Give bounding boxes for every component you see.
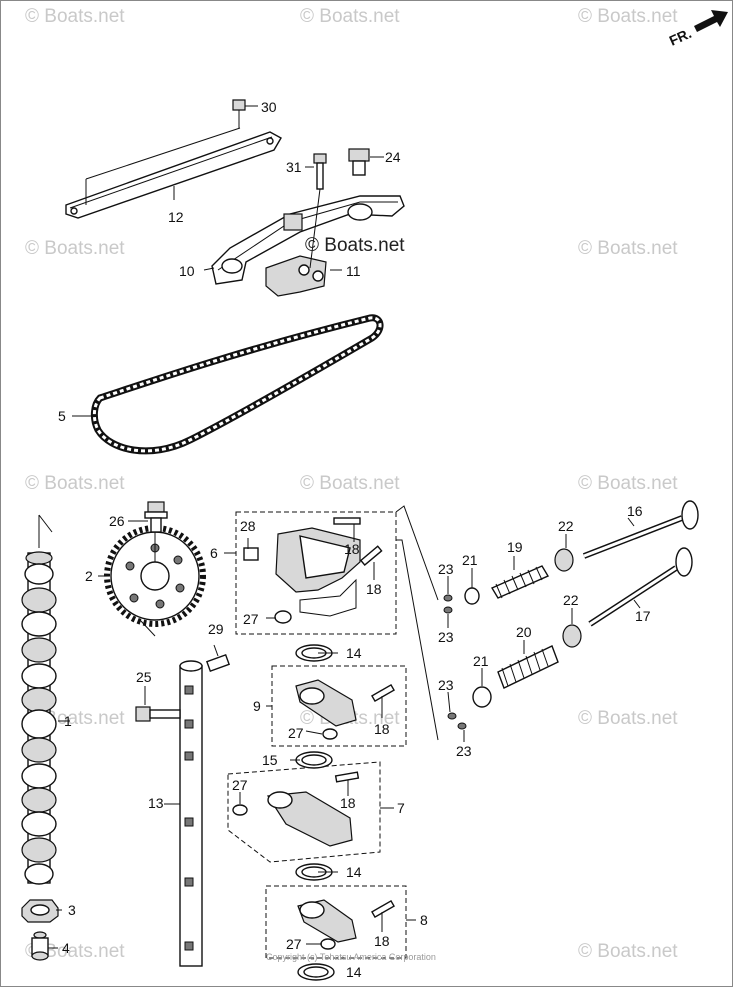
chain-guide-part-12: [65, 127, 282, 219]
callout-label: 30: [261, 99, 277, 115]
callout-label: 18: [366, 581, 382, 597]
callout-label: 4: [62, 940, 70, 956]
callout-label: 20: [516, 624, 532, 640]
valve-part-17: [588, 547, 693, 627]
rocker-arm-assembly-part-6: [235, 505, 439, 741]
callout-label: 27: [288, 725, 304, 741]
callout-label: 21: [473, 653, 489, 669]
callout-label: 18: [344, 541, 360, 557]
callout-label: 5: [58, 408, 66, 424]
watermark: © Boats.net: [578, 473, 678, 494]
callout-label: 18: [374, 721, 390, 737]
callout-label: 18: [374, 933, 390, 949]
callout-label: 17: [635, 608, 651, 624]
timing-chain-part-5: [90, 314, 384, 455]
callout-label: 8: [420, 912, 428, 928]
callout-label: 11: [346, 263, 361, 279]
callout-label: 9: [253, 698, 261, 714]
callout-label: 3: [68, 902, 76, 918]
callout-label: 14: [346, 864, 362, 880]
rocker-arm-assembly-part-9: [271, 665, 407, 747]
callout-label: 22: [558, 518, 574, 534]
callout-label: 26: [109, 513, 125, 529]
callout-label: 13: [148, 795, 164, 811]
center-watermark: © Boats.net: [305, 235, 405, 256]
callout-label: 10: [179, 263, 195, 279]
callout-label: 21: [462, 552, 478, 568]
front-direction-arrow-icon: [694, 10, 728, 32]
watermark: © Boats.net: [300, 6, 400, 27]
watermark: © Boats.net: [578, 6, 678, 27]
callout-label: 23: [438, 677, 454, 693]
callout-label: 27: [243, 611, 259, 627]
watermarks: © Boats.net © Boats.net © Boats.net © Bo…: [25, 6, 678, 962]
callout-label: 27: [232, 777, 248, 793]
watermark: © Boats.net: [578, 238, 678, 259]
callout-labels: 30 24 31 12 10 11 5 26 2 6 28 18 18 27 2…: [58, 99, 651, 980]
pin-part-29: [205, 644, 231, 673]
watermark: © Boats.net: [300, 473, 400, 494]
copyright-notice: Copyright (c) Tohatsu America Corporatio…: [266, 952, 436, 962]
watermark: © Boats.net: [25, 941, 125, 962]
watermark: © Boats.net: [25, 6, 125, 27]
watermark: © Boats.net: [25, 238, 125, 259]
callout-label: 27: [286, 936, 302, 952]
callout-label: 23: [438, 561, 454, 577]
retainers-part-21-22-23: [443, 548, 582, 730]
spring-part-20: [497, 645, 559, 689]
callout-label: 29: [208, 621, 224, 637]
callout-label: 22: [563, 592, 579, 608]
callout-label: 25: [136, 669, 152, 685]
bolt-part-31: [305, 153, 327, 269]
callout-label: 12: [168, 209, 184, 225]
callout-label: 6: [210, 545, 218, 561]
front-direction-label: FR.: [667, 25, 694, 49]
callout-label: 28: [240, 518, 256, 534]
tensioner-lever-part-11: [265, 255, 327, 297]
bolt-part-26: [144, 501, 168, 533]
watermark: © Boats.net: [578, 708, 678, 729]
callout-label: 1: [64, 713, 72, 729]
cam-sprocket-part-2: [104, 525, 206, 637]
callout-label: 23: [456, 743, 472, 759]
callout-label: 15: [262, 752, 278, 768]
plug-part-4: [31, 931, 49, 961]
callout-label: 19: [507, 539, 523, 555]
callout-label: 24: [385, 149, 401, 165]
valve-part-16: [582, 500, 699, 559]
bolt-part-30: [232, 99, 258, 128]
callout-label: 14: [346, 964, 362, 980]
watermark: © Boats.net: [578, 941, 678, 962]
seal-part-3: [21, 899, 59, 923]
callout-label: 14: [346, 645, 362, 661]
rocker-shaft-part-13: [179, 660, 203, 967]
callout-label: 31: [286, 159, 302, 175]
bolt-part-25: [135, 686, 181, 722]
bolt-part-24: [348, 148, 384, 176]
rocker-arm-assembly-part-7: [227, 761, 381, 863]
spring-part-19: [490, 565, 550, 599]
watermark: © Boats.net: [25, 473, 125, 494]
callout-label: 18: [340, 795, 356, 811]
callout-label: 7: [397, 800, 405, 816]
camshaft-part-1: [21, 514, 57, 885]
leader-lines: [48, 186, 641, 949]
rocker-arm-assembly-part-8: [265, 885, 407, 959]
callout-label: 23: [438, 629, 454, 645]
chain-tensioner-part-10: [211, 195, 405, 285]
callout-label: 2: [85, 568, 93, 584]
callout-label: 16: [627, 503, 643, 519]
